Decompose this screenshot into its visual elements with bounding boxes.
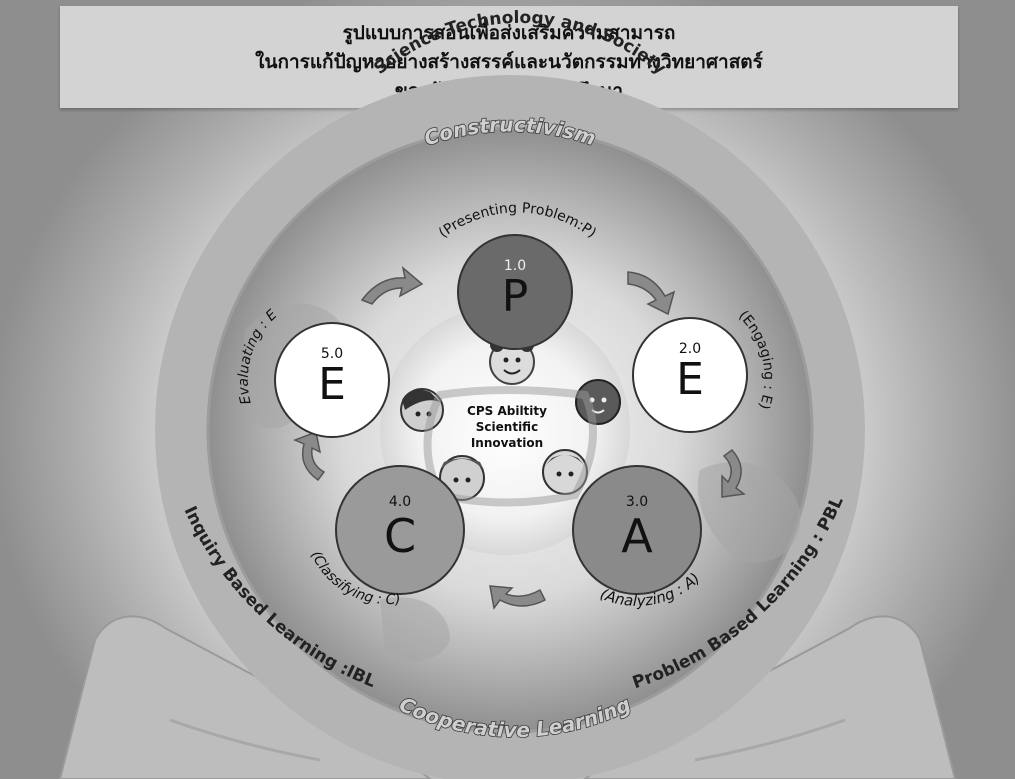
arrow-5-to-1 [360, 266, 424, 305]
title-line-1: รูปแบบการสอนเพื่อส่งเสริมความสามารถ [342, 22, 676, 44]
step-a-circle [572, 465, 702, 595]
step-e5: 5.0 E [274, 322, 390, 438]
step-p-circle [457, 234, 573, 350]
step-a-letter: A [621, 509, 653, 563]
step-a-number: 3.0 [626, 494, 648, 510]
step-e5-number: 5.0 [321, 346, 343, 362]
step-p: 1.0 P [457, 234, 573, 350]
step-e2-circle [632, 317, 748, 433]
arrow-4-to-5 [293, 430, 326, 482]
step-a: 3.0 A [572, 465, 702, 595]
step-e2-number: 2.0 [679, 341, 701, 357]
center-title-line-1: CPS Abiltity [467, 404, 547, 418]
step-p-number: 1.0 [504, 258, 526, 274]
step-p-letter: P [502, 271, 529, 322]
cycle-arrows [293, 266, 746, 610]
arrow-3-to-4 [489, 585, 547, 610]
step-c: 4.0 C [335, 465, 465, 595]
arrow-2-to-3 [721, 448, 746, 498]
children-illustration [400, 338, 621, 507]
step-c-letter: C [384, 509, 416, 563]
ring-label-sts: Science Technology and Society [370, 8, 669, 79]
step-e2: 2.0 E [632, 317, 748, 433]
center-title-line-2: Scientific [476, 420, 538, 434]
step-e2-letter: E [676, 354, 704, 405]
step-c-number: 4.0 [389, 494, 411, 510]
step-e5-circle [274, 322, 390, 438]
arrow-1-to-2 [627, 271, 676, 316]
center-title-line-3: Innovation [471, 436, 543, 450]
step-e5-letter: E [318, 359, 346, 410]
title-line-2: ในการแก้ปัญหาอย่างสร้างสรรค์และนวัตกรรมท… [255, 51, 763, 73]
step-c-circle [335, 465, 465, 595]
